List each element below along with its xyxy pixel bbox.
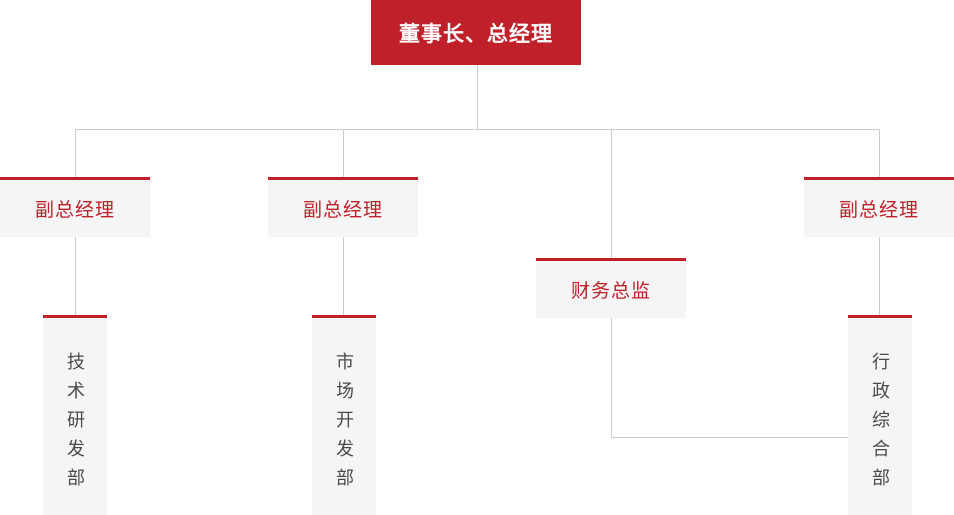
connector-horizontal-bus bbox=[75, 129, 880, 130]
node-finance-director[interactable]: 财务总监 bbox=[536, 258, 686, 318]
connector-drop-branch-3 bbox=[611, 129, 612, 258]
node-deputy-general-manager-2[interactable]: 副总经理 bbox=[268, 177, 418, 237]
connector-drop-to-rnd-dept bbox=[75, 237, 76, 315]
connector-drop-to-admin-dept bbox=[879, 237, 880, 315]
node-deputy-general-manager-3[interactable]: 副总经理 bbox=[804, 177, 954, 237]
connector-drop-branch-2 bbox=[343, 129, 344, 177]
connector-drop-branch-1 bbox=[75, 129, 76, 177]
node-market-development-department[interactable]: 市场开发部 bbox=[312, 315, 376, 515]
connector-finance-elbow-vertical bbox=[611, 318, 612, 438]
connector-drop-to-market-dept bbox=[343, 237, 344, 315]
node-chairman-general-manager[interactable]: 董事长、总经理 bbox=[371, 0, 581, 65]
node-administrative-general-department[interactable]: 行政综合部 bbox=[848, 315, 912, 515]
node-technical-rnd-department-label: 技术研发部 bbox=[65, 352, 85, 497]
connector-finance-elbow-horizontal bbox=[611, 437, 851, 438]
node-deputy-general-manager-1[interactable]: 副总经理 bbox=[0, 177, 150, 237]
node-market-development-department-label: 市场开发部 bbox=[334, 352, 354, 497]
connector-trunk-vertical bbox=[477, 65, 478, 129]
node-technical-rnd-department[interactable]: 技术研发部 bbox=[43, 315, 107, 515]
connector-drop-branch-4 bbox=[879, 129, 880, 177]
node-administrative-general-department-label: 行政综合部 bbox=[870, 352, 890, 497]
